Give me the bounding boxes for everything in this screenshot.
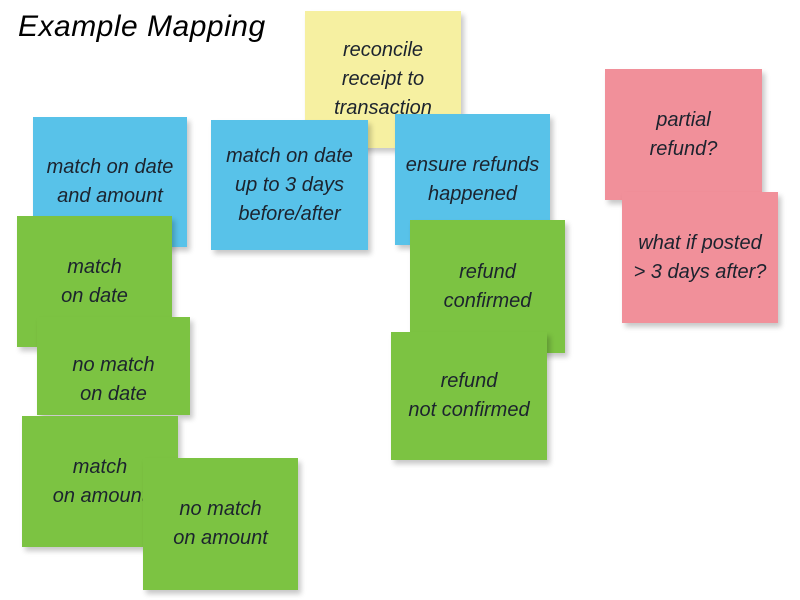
sticky-note-text: what if posted > 3 days after? xyxy=(633,231,767,283)
sticky-note-text: no match on amount xyxy=(173,498,268,549)
sticky-note-text: refund not confirmed xyxy=(408,370,530,421)
sticky-note-text: match on date up to 3 days before/after xyxy=(226,144,353,225)
sticky-note-no-match-on-date[interactable]: no match on date xyxy=(37,317,190,415)
page-title: Example Mapping xyxy=(18,10,266,43)
sticky-note-refund-not-confirmed[interactable]: refund not confirmed xyxy=(391,332,547,460)
sticky-note-text: ensure refunds happened xyxy=(405,153,540,205)
sticky-note-partial-refund[interactable]: partial refund? xyxy=(605,69,762,200)
sticky-note-text: match on amount xyxy=(52,455,148,507)
sticky-note-refund-confirmed[interactable]: refund confirmed xyxy=(410,220,565,353)
sticky-note-text: match on date xyxy=(61,255,128,307)
sticky-note-posted-3-days[interactable]: what if posted > 3 days after? xyxy=(622,192,778,323)
sticky-note-no-match-on-amount[interactable]: no match on amount xyxy=(143,458,298,590)
sticky-note-text: reconcile receipt to transaction xyxy=(334,39,432,119)
sticky-note-text: partial refund? xyxy=(649,108,718,160)
sticky-note-text: refund confirmed xyxy=(443,260,532,312)
sticky-note-match-3-days[interactable]: match on date up to 3 days before/after xyxy=(211,120,368,250)
sticky-note-text: no match on date xyxy=(72,354,155,405)
sticky-note-text: match on date and amount xyxy=(46,156,174,207)
